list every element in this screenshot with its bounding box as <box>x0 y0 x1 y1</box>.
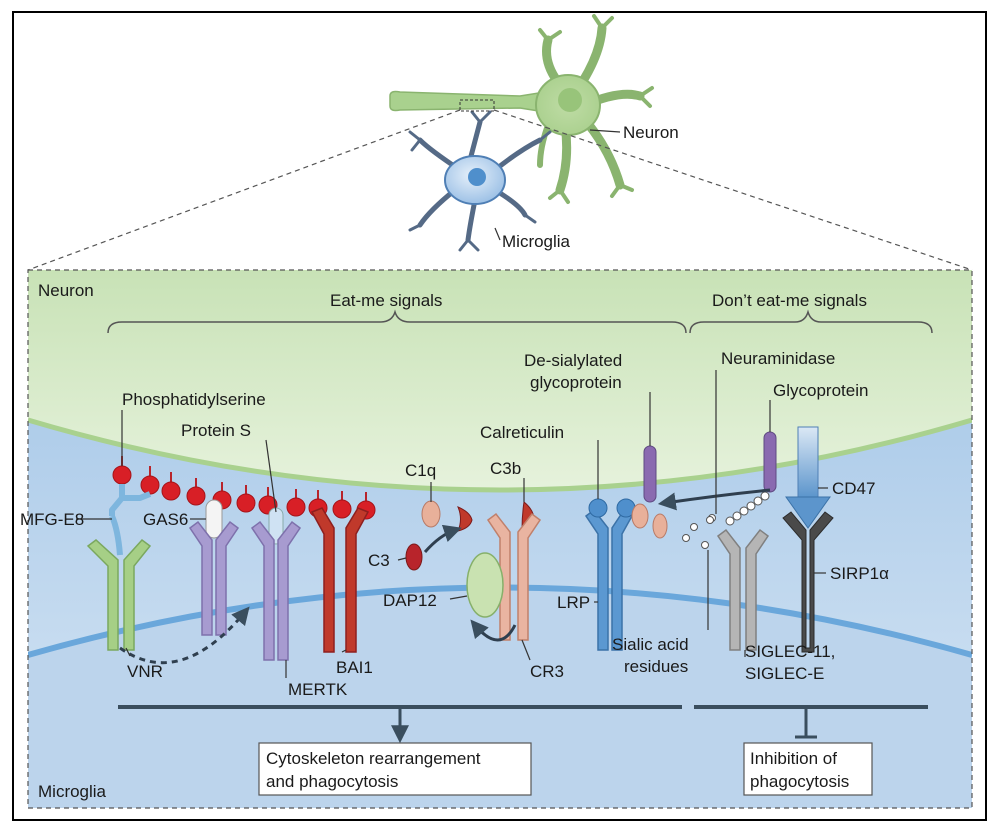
c1q-molecule <box>421 500 441 528</box>
cd47-molecule <box>785 426 831 529</box>
outcome-phagocytosis-line2: and phagocytosis <box>266 772 398 791</box>
label-cd47: CD47 <box>832 479 875 498</box>
cr3-receptor <box>486 512 542 641</box>
outcome-phagocytosis-box: Cytoskeleton rearrangement and phagocyto… <box>258 742 532 796</box>
label-lrp: LRP <box>557 593 590 612</box>
mfg-e8-molecule <box>109 484 152 556</box>
microglia-region-label: Microglia <box>38 782 107 801</box>
label-sialic-acid-line2: residues <box>624 657 688 676</box>
mertk-receptor <box>188 520 302 661</box>
outcome-inhibition-box: Inhibition of phagocytosis <box>743 742 873 796</box>
label-c1q: C1q <box>405 461 436 480</box>
label-glycoprotein: Glycoprotein <box>773 381 868 400</box>
glycoprotein-molecule <box>763 431 777 493</box>
bai1-receptor <box>310 507 370 653</box>
label-dap12: DAP12 <box>383 591 437 610</box>
label-vnr: VNR <box>127 662 163 681</box>
zoom-panel: Neuron Microglia Eat-me signals Don’t ea… <box>20 269 973 809</box>
outcome-phagocytosis-line1: Cytoskeleton rearrangement <box>266 749 481 768</box>
label-bai1: BAI1 <box>336 658 373 677</box>
c3-molecule <box>405 543 423 571</box>
label-de-sialylated-line2: glycoprotein <box>530 373 622 392</box>
label-sirp1a: SIRP1α <box>830 564 889 583</box>
label-calreticulin: Calreticulin <box>480 423 564 442</box>
label-cr3: CR3 <box>530 662 564 681</box>
dap12-molecule <box>466 552 504 618</box>
sirp1a-receptor <box>782 511 834 653</box>
label-mertk: MERTK <box>288 680 348 699</box>
label-phosphatidylserine: Phosphatidylserine <box>122 390 266 409</box>
label-sialic-acid-line1: Sialic acid <box>612 635 689 654</box>
label-mfg-e8: MFG-E8 <box>20 510 84 529</box>
sialic-acid-residues <box>682 491 770 549</box>
gas6-molecule <box>205 499 223 539</box>
de-sialylated-glycoprotein-molecule <box>643 445 657 503</box>
label-siglec-line1: SIGLEC-11, <box>745 642 835 661</box>
label-protein-s: Protein S <box>181 421 251 440</box>
neuron-cell-label: Neuron <box>623 123 679 142</box>
label-siglec-line2: SIGLEC-E <box>745 664 824 683</box>
calreticulin-molecule <box>588 498 608 518</box>
dont-eat-me-signals-heading: Don’t eat-me signals <box>712 291 867 310</box>
label-gas6: GAS6 <box>143 510 188 529</box>
label-c3b: C3b <box>490 459 521 478</box>
outcome-inhibition-line2: phagocytosis <box>750 772 849 791</box>
inset-cells: Neuron Microglia <box>27 14 973 271</box>
microglia-cell-label: Microglia <box>502 232 571 251</box>
label-c3: C3 <box>368 551 390 570</box>
siglec-receptor <box>716 528 770 651</box>
neuron-region-label: Neuron <box>38 281 94 300</box>
outcome-inhibition-line1: Inhibition of <box>750 749 837 768</box>
label-neuraminidase: Neuraminidase <box>721 349 835 368</box>
label-de-sialylated-line1: De-sialylated <box>524 351 622 370</box>
eat-me-signals-heading: Eat-me signals <box>330 291 442 310</box>
